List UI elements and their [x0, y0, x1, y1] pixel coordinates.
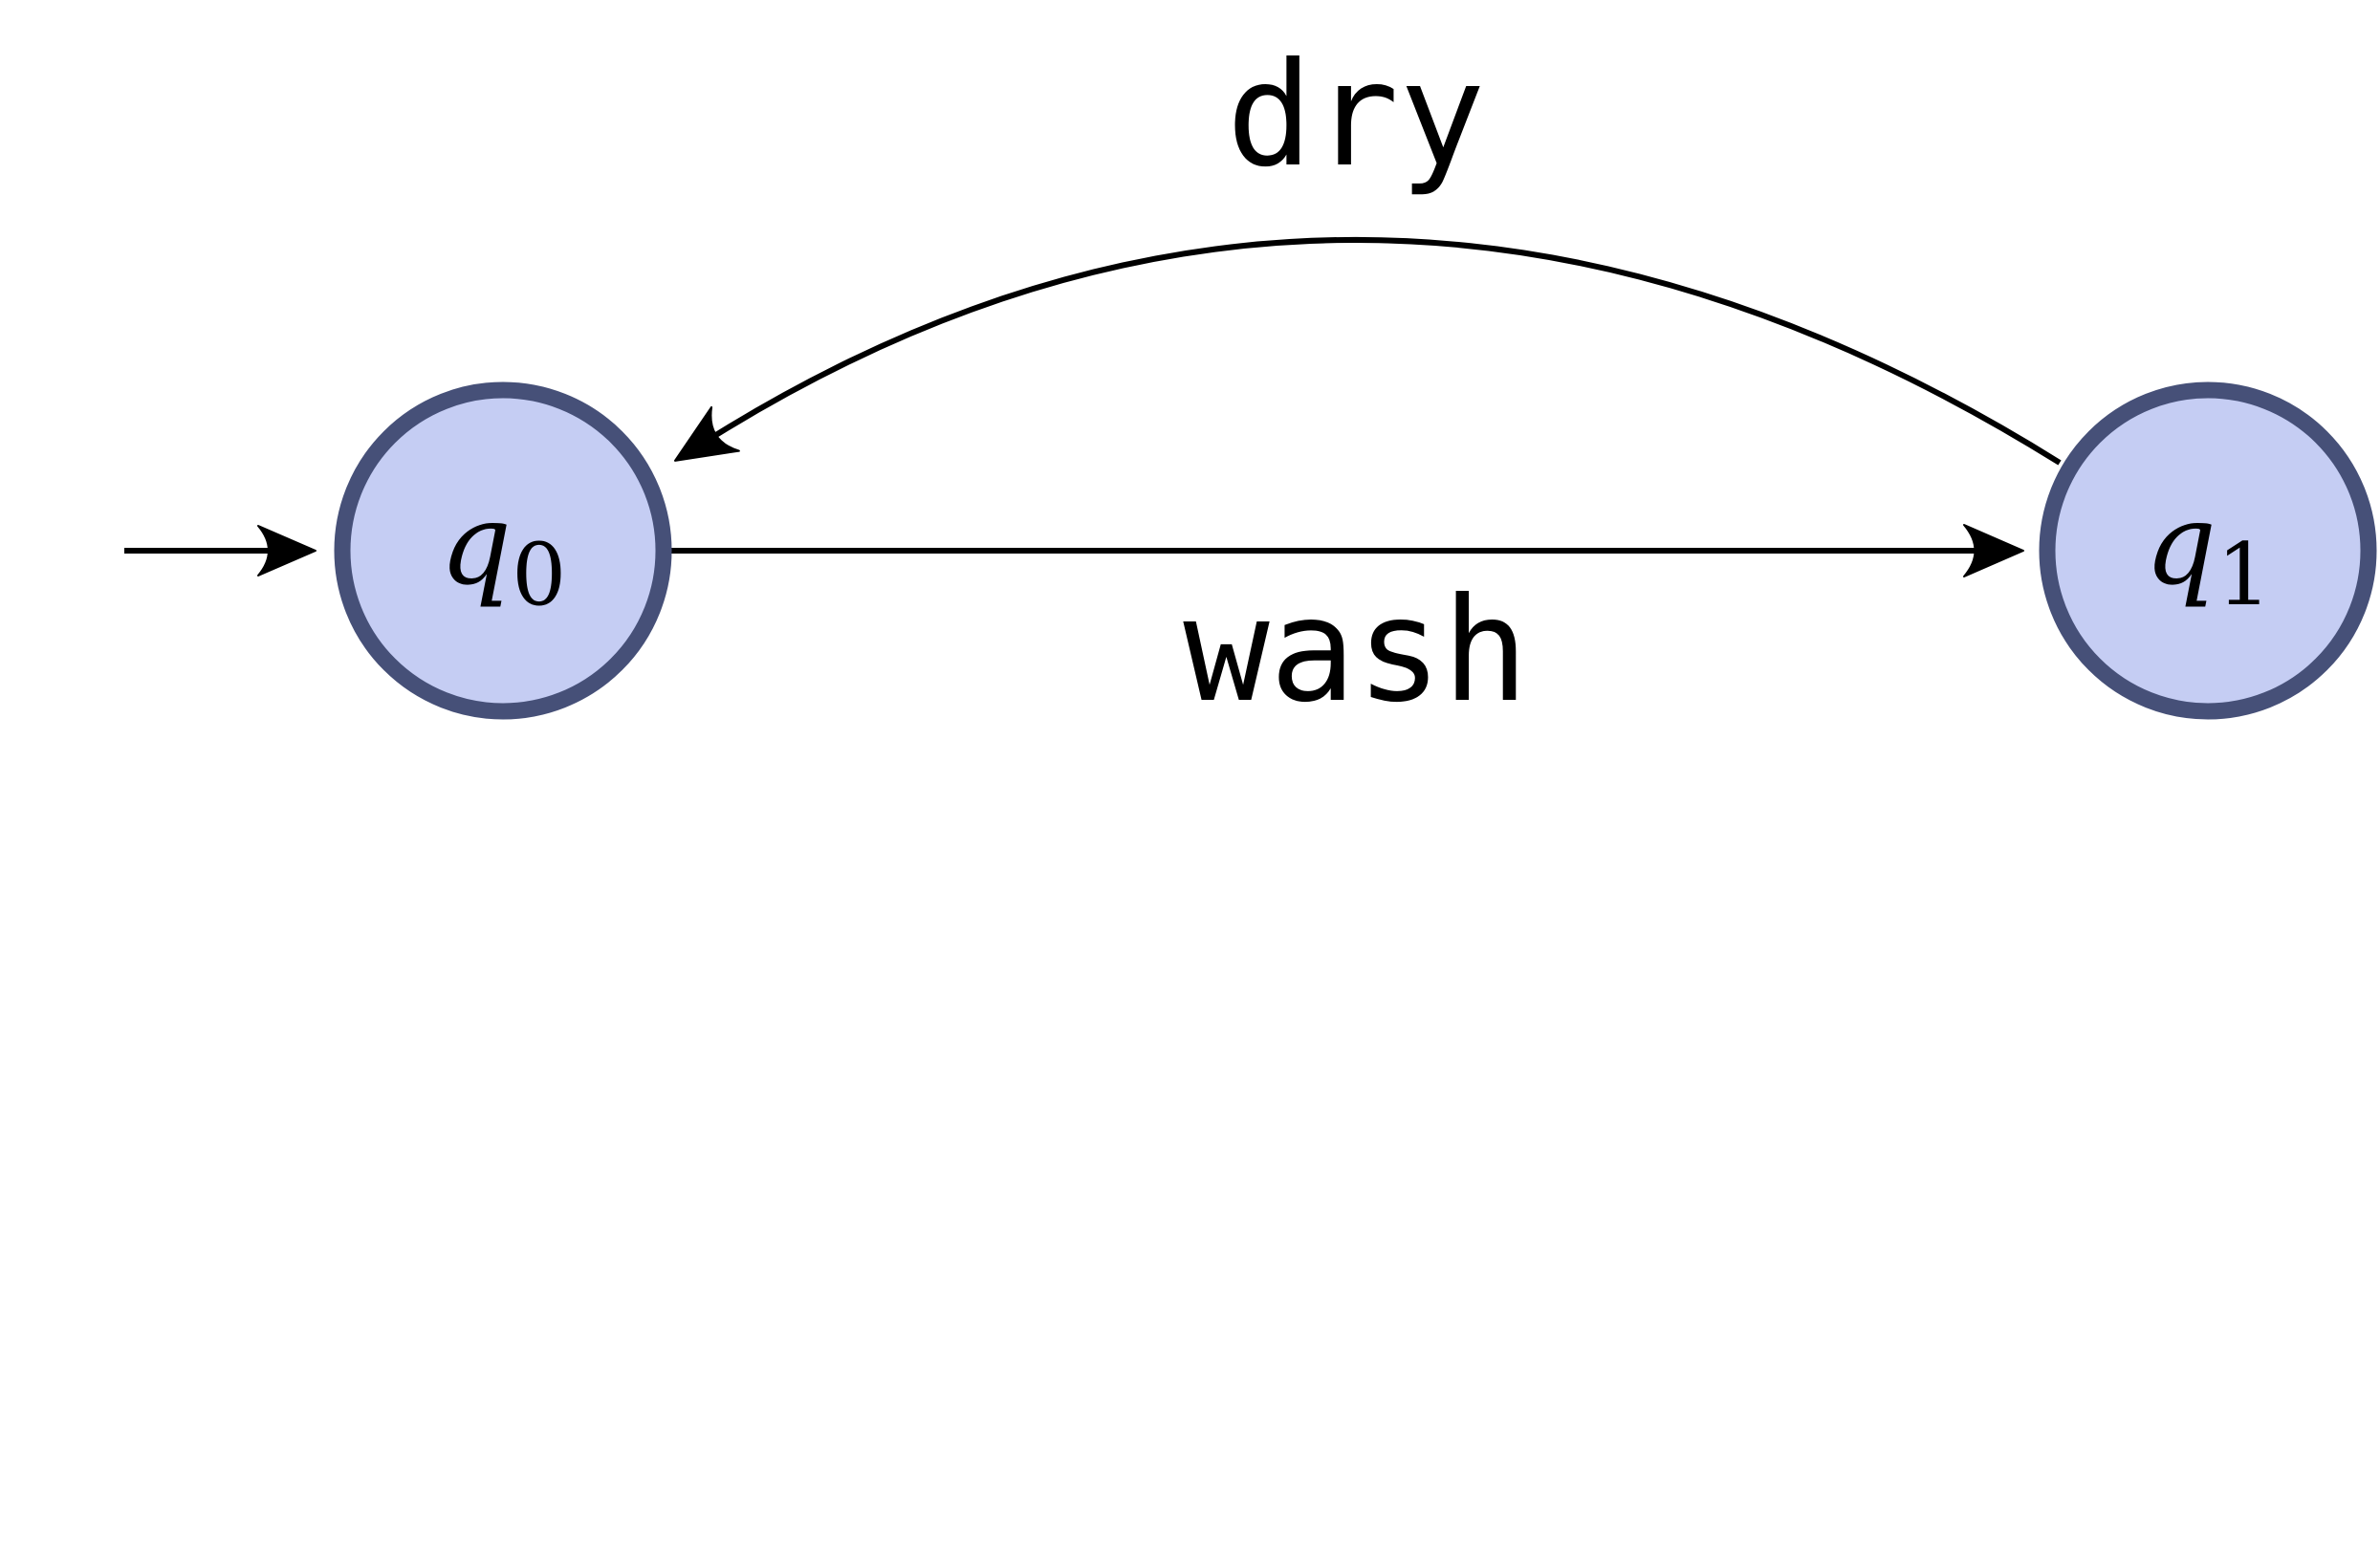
state-q1: q1	[2039, 381, 2377, 720]
state-q1-symbol: q	[2145, 478, 2217, 610]
edge-label-wash: wash	[1183, 568, 1528, 734]
state-q1-label: q1	[2145, 478, 2272, 625]
state-q0-symbol: q	[440, 478, 513, 610]
transition-wash	[671, 524, 2024, 577]
state-q0: q0	[334, 381, 672, 720]
state-q0-subscript: 0	[512, 525, 566, 625]
transition-dry	[674, 237, 2062, 466]
initial-arrow	[124, 525, 317, 577]
edge-label-dry: dry	[1227, 33, 1486, 199]
state-q1-subscript: 1	[2216, 525, 2271, 625]
state-q0-label: q0	[440, 478, 567, 625]
